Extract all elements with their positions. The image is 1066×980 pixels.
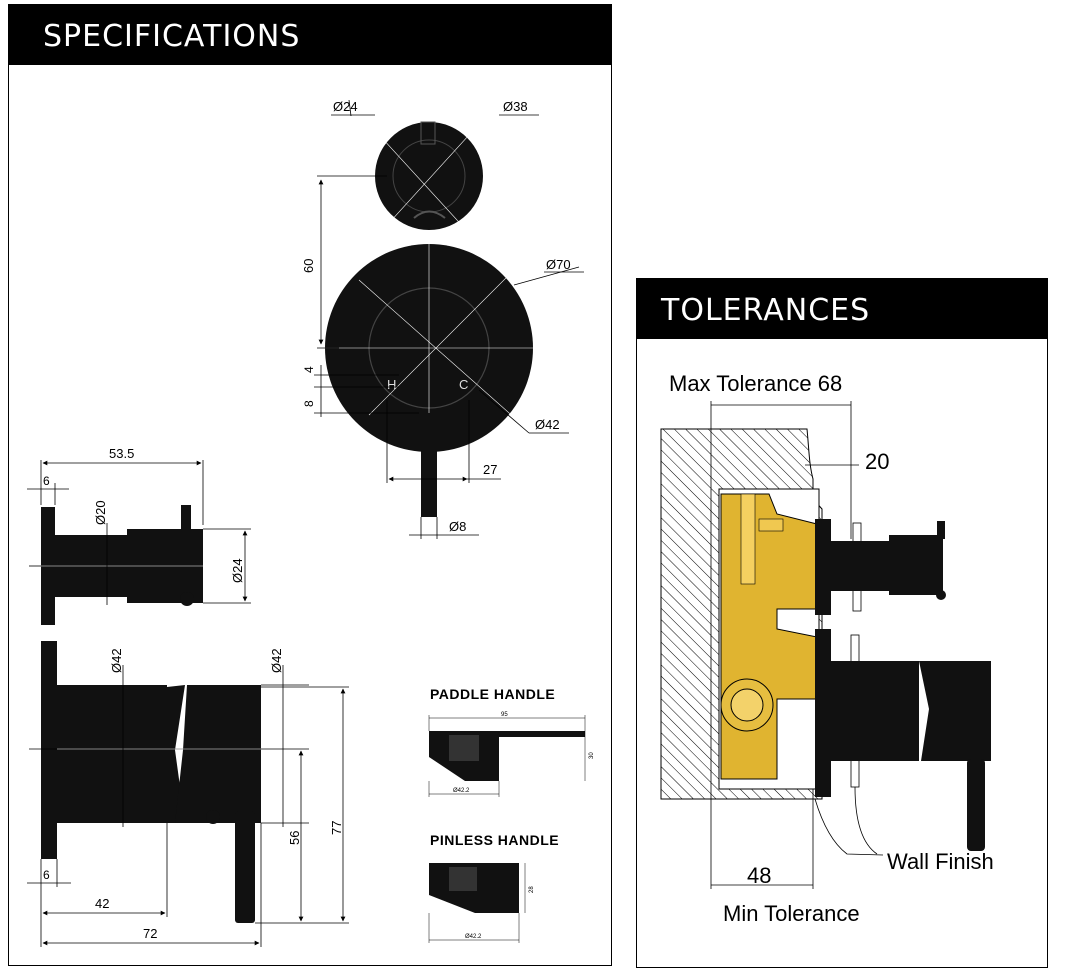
specifications-panel: SPECIFICATIONS Ø24 Ø38 [8, 4, 612, 966]
label-hot: H [387, 377, 396, 392]
paddle-handle-label: PADDLE HANDLE [430, 686, 555, 702]
dim-d38-front: Ø38 [503, 99, 528, 114]
dim-48-label: 48 [747, 863, 771, 888]
dim-53-5: 53.5 [109, 446, 134, 461]
dim-56: 56 [287, 831, 302, 845]
mixer-side-lever [235, 811, 255, 923]
brass-valve-body [720, 493, 818, 780]
tolerances-title: TOLERANCES [637, 279, 1047, 339]
dim-d42-side-left: Ø42 [109, 648, 124, 673]
dim-4: 4 [302, 366, 316, 373]
paddle-dim-d42: Ø42.2 [453, 788, 470, 794]
dim-6-mixer: 6 [43, 868, 50, 882]
tolerances-panel: TOLERANCES [636, 278, 1048, 968]
mixer-lever [421, 413, 437, 517]
paddle-dim-95: 95 [501, 712, 508, 718]
tolerance-diverter-trim [815, 519, 946, 615]
tolerance-mixer-trim [815, 629, 991, 851]
dim-6-diverter: 6 [43, 474, 50, 488]
front-view: Ø24 Ø38 H C 60 4 8 [301, 99, 584, 539]
dim-d24-side: Ø24 [230, 558, 245, 583]
pinless-handle-detail: PINLESS HANDLE 28 Ø42.2 [428, 832, 559, 943]
dim-8: 8 [302, 400, 316, 407]
dim-27: 27 [483, 462, 497, 477]
dim-20-label: 20 [865, 449, 889, 474]
dim-d20: Ø20 [93, 500, 108, 525]
max-tolerance-label: Max Tolerance 68 [669, 371, 842, 396]
side-view-diverter: 53.5 6 Ø20 Ø24 [27, 446, 251, 625]
diverter-pin [420, 121, 436, 145]
pinless-dim-d42: Ø42.2 [465, 934, 482, 940]
diverter-plate [375, 122, 483, 230]
pinless-dim-28: 28 [529, 886, 535, 893]
dim-77: 77 [329, 821, 344, 835]
dim-d8: Ø8 [449, 519, 466, 534]
specifications-drawing: Ø24 Ø38 H C 60 4 8 [27, 99, 595, 947]
dim-d24-front: Ø24 [333, 99, 358, 114]
dim-d70: Ø70 [546, 257, 571, 272]
specifications-title: SPECIFICATIONS [9, 5, 611, 65]
tolerances-drawing: Max Tolerance 68 20 48 Min Tolerance Wal… [660, 371, 994, 926]
dim-d42-side-right: Ø42 [269, 648, 284, 673]
pinless-handle-label: PINLESS HANDLE [430, 832, 559, 848]
side-view-mixer: Ø42 Ø42 56 77 6 42 [27, 641, 349, 947]
dim-42: 42 [95, 896, 109, 911]
wall-finish-label: Wall Finish [887, 849, 994, 874]
paddle-dim-30: 30 [589, 752, 595, 759]
paddle-handle-detail: PADDLE HANDLE 95 30 Ø42.2 [428, 686, 595, 797]
dim-72: 72 [143, 926, 157, 941]
dim-d42-front: Ø42 [535, 417, 560, 432]
label-cold: C [459, 377, 468, 392]
min-tolerance-label: Min Tolerance [723, 901, 860, 926]
mixer-side-plate [41, 641, 57, 859]
dim-60: 60 [301, 259, 316, 273]
